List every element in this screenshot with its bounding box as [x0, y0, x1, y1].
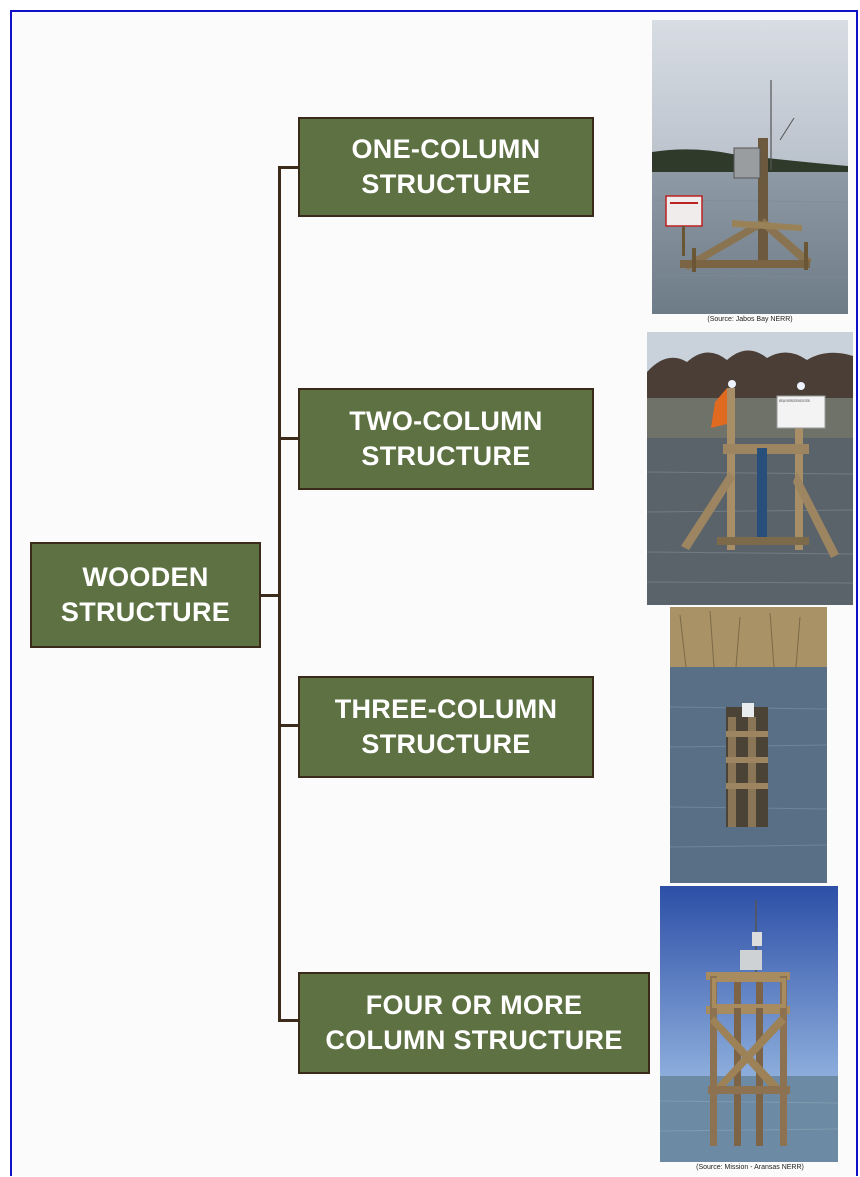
branch-node-line1: TWO-COLUMN — [349, 406, 543, 436]
photo-four-or-more-column-structure — [660, 886, 838, 1162]
photo-three-column-structure — [670, 607, 827, 883]
branch-node-two-column: TWO-COLUMN STRUCTURE — [298, 388, 594, 490]
connector-branch-4 — [278, 1019, 299, 1022]
connector-root-stub — [259, 594, 280, 597]
connector-trunk — [278, 166, 281, 1022]
branch-node-line1: ONE-COLUMN — [351, 134, 541, 164]
root-node-line1: WOODEN — [82, 562, 209, 592]
branch-node-line2: STRUCTURE — [361, 169, 531, 199]
branch-node-three-column: THREE-COLUMN STRUCTURE — [298, 676, 594, 778]
branch-node-line2: STRUCTURE — [361, 729, 531, 759]
photo-two-column-structure: WATER QUALITY MONITORING STATION PLEASE … — [647, 332, 853, 605]
branch-node-one-column: ONE-COLUMN STRUCTURE — [298, 117, 594, 217]
connector-branch-3 — [278, 724, 299, 727]
photo-one-column-structure — [652, 20, 848, 314]
branch-node-line1: FOUR OR MORE — [365, 990, 583, 1020]
branch-node-four-or-more-column: FOUR OR MORE COLUMN STRUCTURE — [298, 972, 650, 1074]
photo-one-caption: (Source: Jabos Bay NERR) — [707, 316, 793, 323]
branch-node-line2: COLUMN STRUCTURE — [325, 1025, 623, 1055]
branch-node-line2: STRUCTURE — [361, 441, 531, 471]
connector-branch-1 — [278, 166, 299, 169]
root-node-wooden-structure: WOODEN STRUCTURE — [30, 542, 261, 648]
root-node-line2: STRUCTURE — [60, 597, 231, 627]
photo-four-caption: (Source: Mission - Aransas NERR) — [696, 1164, 804, 1171]
branch-node-line1: THREE-COLUMN — [334, 694, 558, 724]
connector-branch-2 — [278, 437, 299, 440]
photo-two-sign-text: WATER QUALITY MONITORING STATION PLEASE … — [779, 398, 810, 404]
